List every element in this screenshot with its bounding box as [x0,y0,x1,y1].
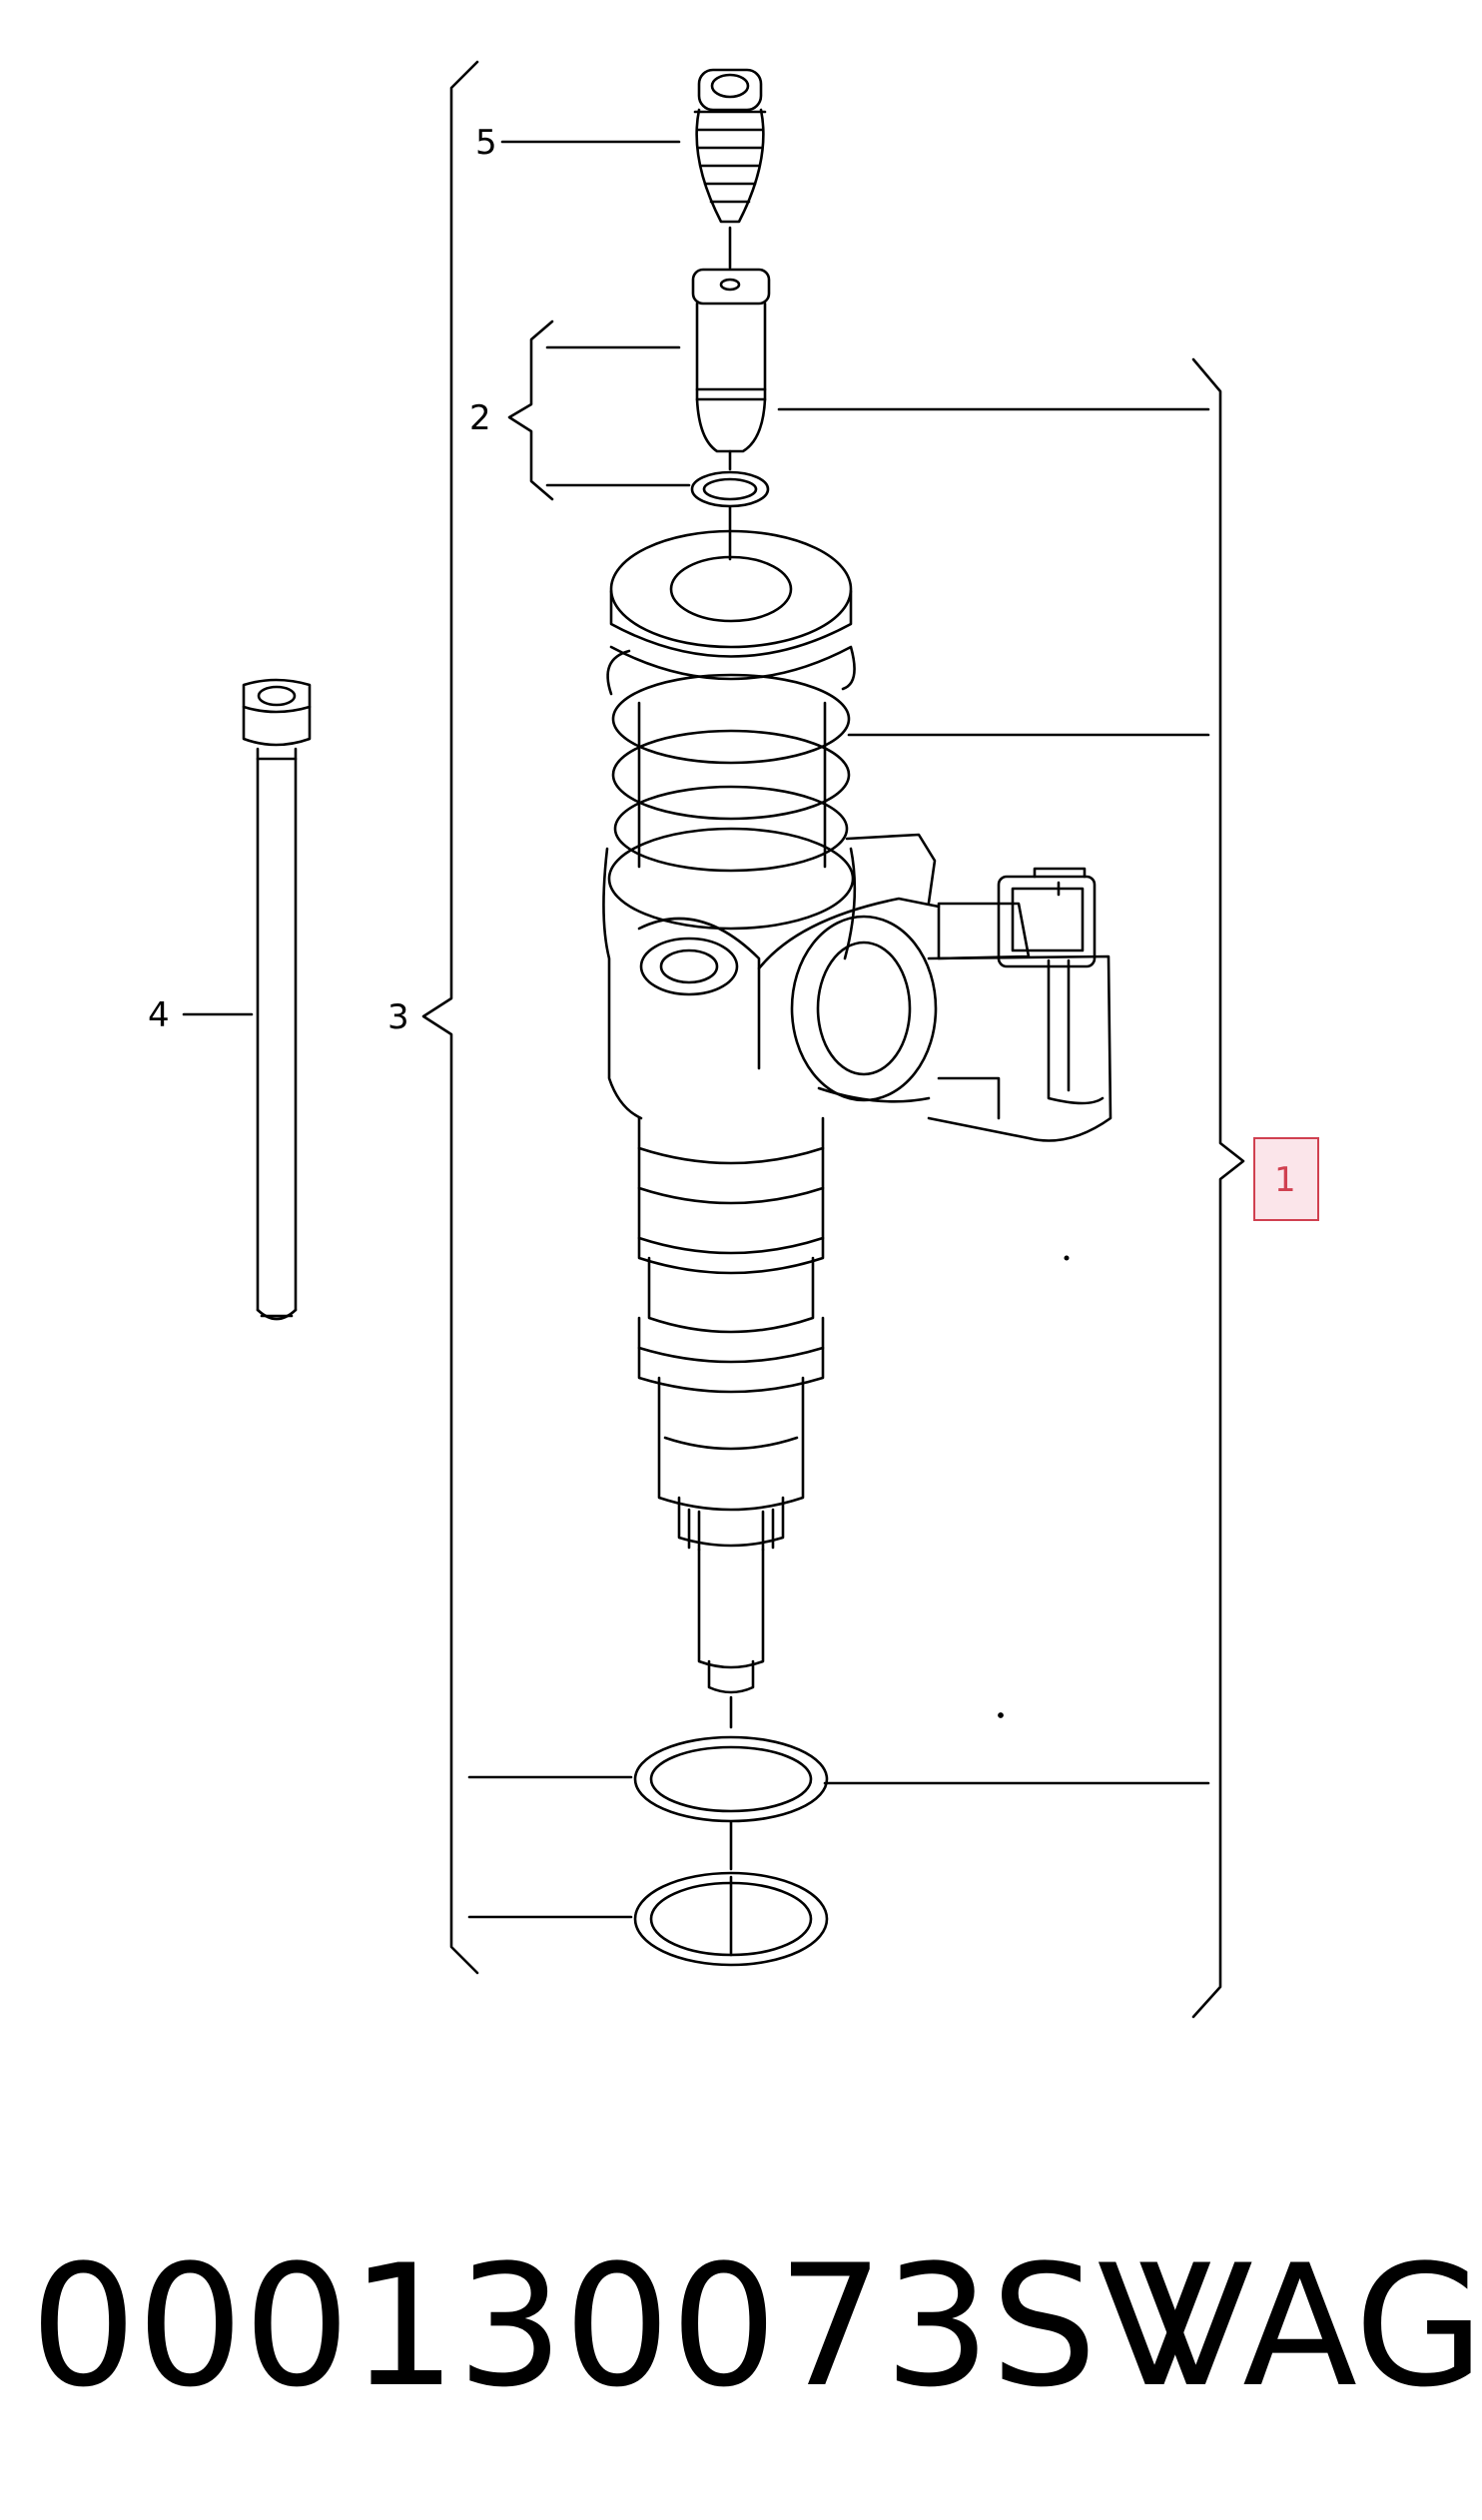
callout-1-highlight-box[interactable] [1253,1137,1319,1221]
part-2-valve [690,268,771,508]
bracket-group-1 [1191,357,1245,2019]
callout-4-label: 4 [148,995,170,1035]
bracket-group-3 [421,60,479,1975]
part-4-bolt [242,678,312,1321]
injector-body [602,529,1112,1729]
brand-text: VAG [1138,2228,1482,2424]
callout-5-label: 5 [475,123,497,163]
bracket-group-2 [507,319,554,501]
callout-1-label: 1 [1274,1160,1296,1200]
callout-3-label: 3 [387,997,409,1037]
parts-exploded-diagram: 5 2 4 3 1 [148,60,1319,2019]
o-ring-upper [633,1735,829,1823]
part-5-cap [693,68,767,224]
callout-2-label: 2 [469,398,491,438]
part-number-text: 000130073SV [30,2228,1212,2424]
caption: 000130073SV VAG [0,2226,1482,2426]
